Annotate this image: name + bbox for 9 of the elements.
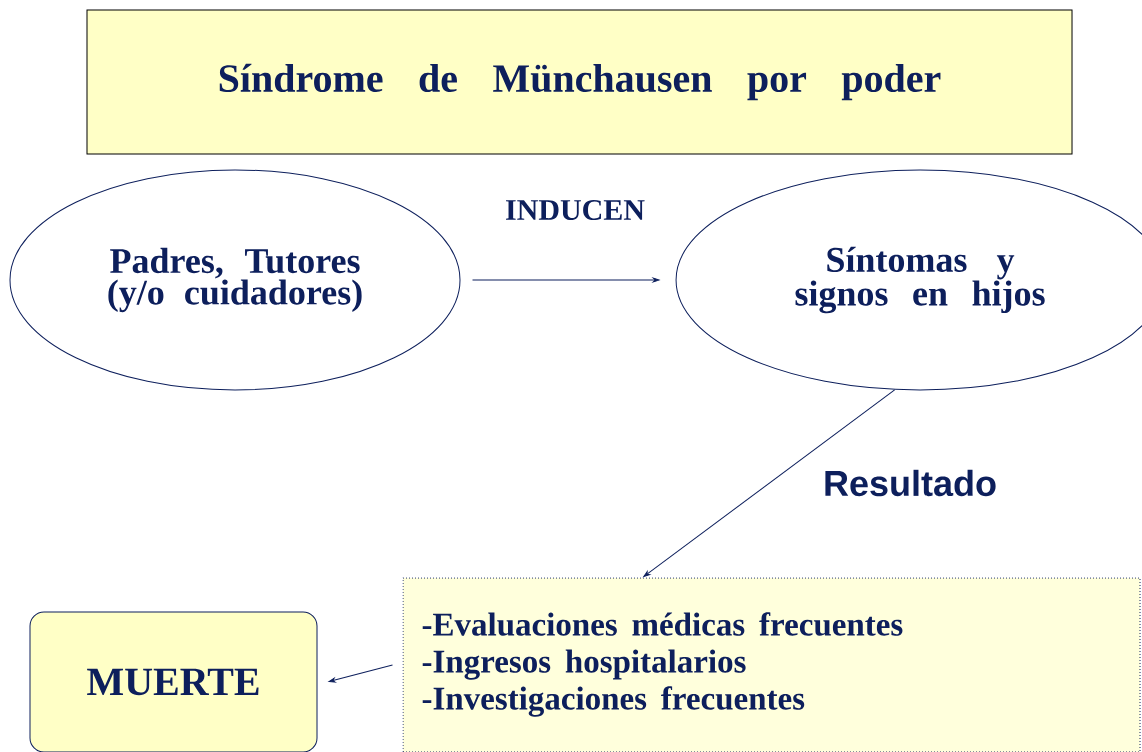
arrow (643, 389, 896, 578)
arrow (472, 277, 660, 283)
title-box: Síndrome de Münchausen por poder (86, 9, 1073, 155)
edge-label: INDUCEN (506, 199, 645, 221)
edge-label: Resultado (825, 469, 996, 497)
arrow (328, 664, 393, 683)
list-box: -Evaluaciones médicas frecuentes -Ingresos hospitalarios -Investigaciones frecuentes (402, 577, 1141, 752)
ellipse-node: Padres, Tutores (y/o cuidadores) (9, 169, 461, 391)
outcome-box: MUERTE (29, 611, 318, 752)
